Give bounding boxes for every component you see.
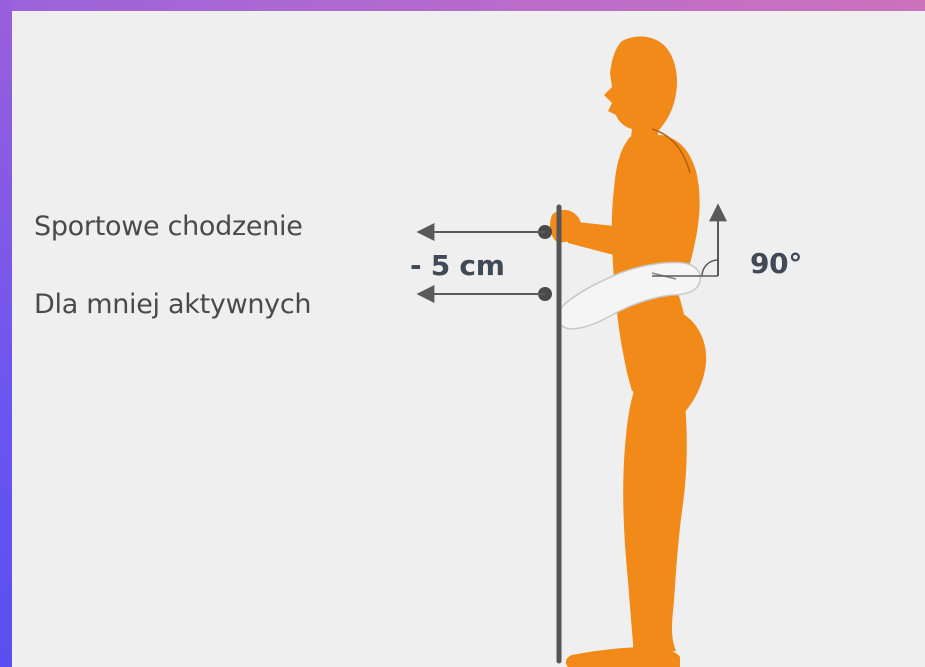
label-height-difference: - 5 cm (410, 249, 505, 282)
label-angle: 90° (750, 247, 802, 280)
pole-height-diagram (12, 11, 925, 667)
person-figure (550, 37, 706, 667)
angle-arc (702, 260, 718, 276)
label-sport-walking: Sportowe chodzenie (34, 211, 303, 242)
diagram-panel: Sportowe chodzenie Dla mniej aktywnych -… (12, 11, 925, 667)
frame-left-border (0, 0, 12, 667)
label-less-active: Dla mniej aktywnych (34, 289, 311, 320)
